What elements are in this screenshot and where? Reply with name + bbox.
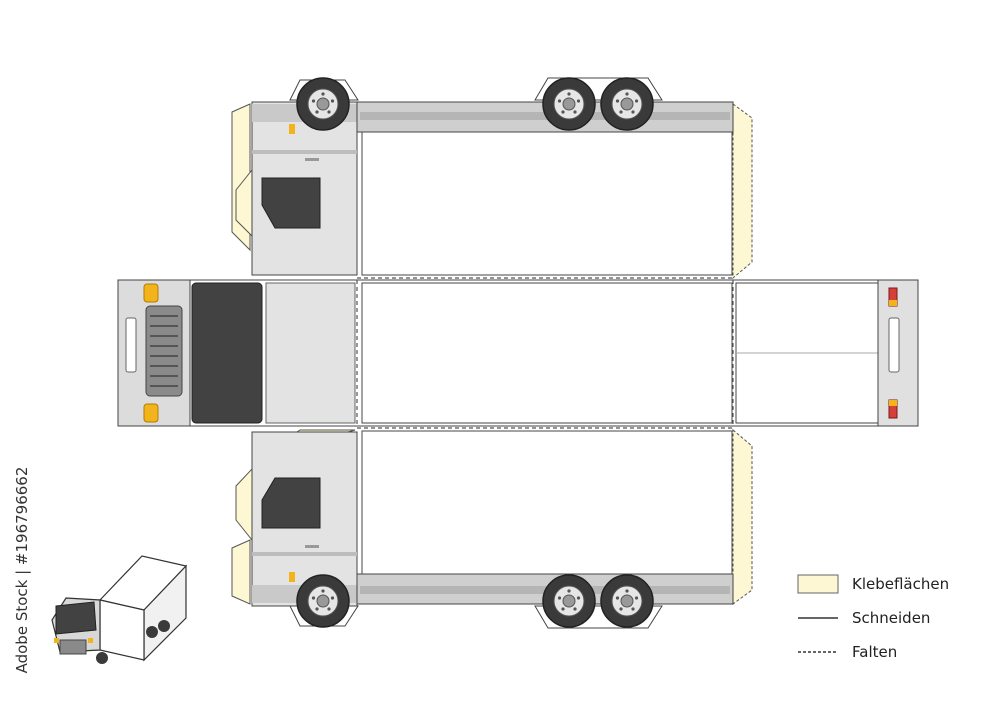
top-side-panel: [231, 77, 753, 280]
cab-window-top: [261, 177, 321, 229]
headlight-top: [143, 283, 159, 303]
cargo-side-top: [361, 131, 733, 276]
headlight-bottom: [143, 403, 159, 423]
glue-tab-bottom-left-lower: [231, 539, 251, 605]
wheel-rear2-bottom: [600, 574, 654, 628]
stock-id-text: Adobe Stock | #196796662: [13, 466, 31, 674]
wheel-rear1-bottom: [542, 574, 596, 628]
wheel-front-top: [296, 77, 350, 131]
wheel-rear2-top: [600, 77, 654, 131]
cab-window-bottom: [261, 477, 321, 529]
middle-strip: [117, 279, 919, 427]
wheel-rear1-top: [542, 77, 596, 131]
legend-glue-label: Klebeflächen: [852, 575, 950, 593]
stock-id-vertical: Adobe Stock | #196796662: [2, 467, 42, 674]
legend-glue-swatch: [797, 574, 839, 594]
glue-tab-bottom-right: [732, 428, 753, 605]
cargo-side-bottom: [361, 430, 733, 575]
windshield: [191, 282, 263, 424]
assembled-truck-preview: [51, 555, 188, 664]
cab-roof: [265, 282, 356, 424]
glue-tab-top-right: [732, 103, 753, 280]
wheel-front-bottom: [296, 574, 350, 628]
cargo-roof: [361, 282, 733, 424]
grille: [145, 305, 183, 397]
legend-fold-label: Falten: [852, 643, 898, 661]
bottom-side-panel: [231, 428, 753, 629]
legend-cut-label: Schneiden: [852, 609, 931, 627]
